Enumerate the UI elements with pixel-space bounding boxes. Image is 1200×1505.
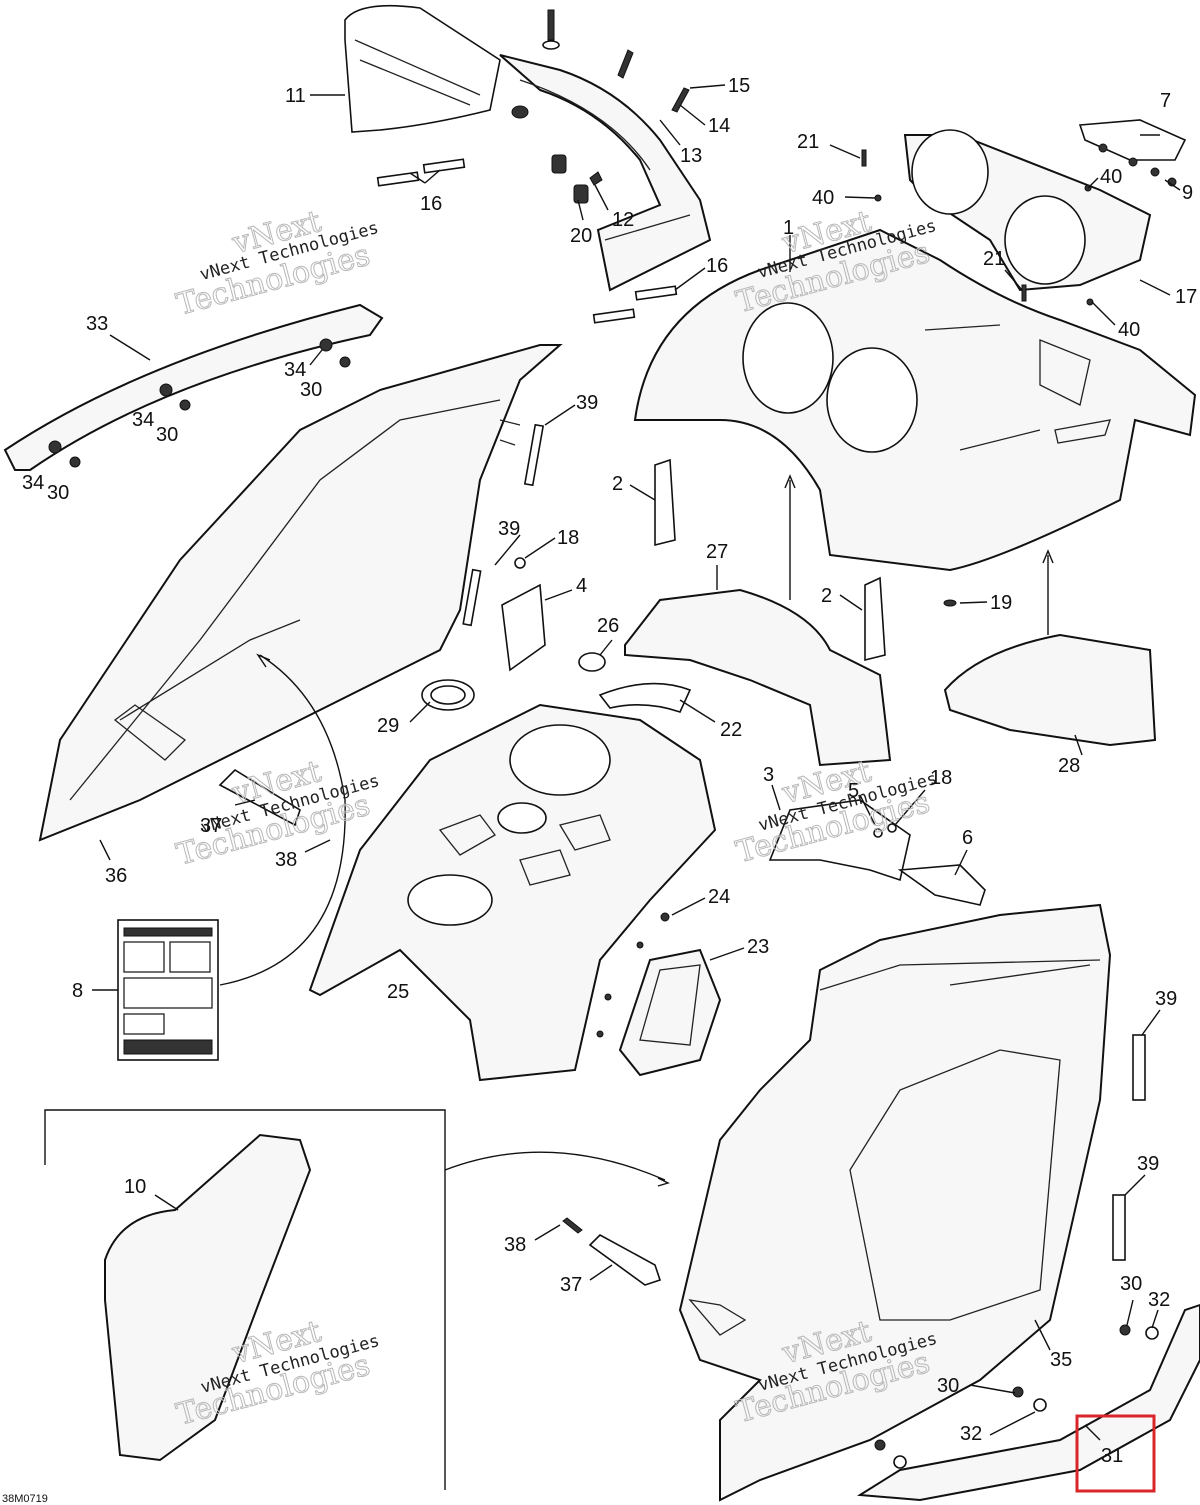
part-37-38-left — [218, 768, 301, 827]
part-23-24-bucket — [596, 912, 722, 1077]
part-28-pad — [943, 633, 1157, 747]
part-11-windshield-frame — [344, 4, 712, 292]
callout-39-a: 39 — [576, 392, 598, 414]
part-31-bumper — [856, 1303, 1200, 1502]
part-17-gauge-bezel — [861, 119, 1187, 306]
callout-16-mid: 16 — [706, 255, 728, 277]
part-3-6-brackets — [768, 799, 986, 906]
callout-33: 33 — [86, 313, 108, 335]
callout-25: 25 — [387, 981, 409, 1003]
callout-32-a: 32 — [1148, 1289, 1170, 1311]
upper-hardware — [511, 9, 690, 204]
callout-32-b: 32 — [960, 1423, 982, 1445]
callout-10: 10 — [124, 1176, 146, 1198]
callout-23: 23 — [747, 936, 769, 958]
callout-40-a: 40 — [1100, 166, 1122, 188]
callout-2-a: 2 — [612, 473, 623, 495]
callout-15: 15 — [728, 75, 750, 97]
callout-2-b: 2 — [821, 585, 832, 607]
figure-code: 38M0719 — [2, 1493, 48, 1505]
callout-18-a: 18 — [557, 527, 579, 549]
callout-30-e: 30 — [937, 1375, 959, 1397]
detail-box-10 — [44, 1109, 670, 1490]
callout-40-c: 40 — [1118, 319, 1140, 341]
callout-11: 11 — [285, 85, 306, 107]
callout-40-b: 40 — [812, 187, 834, 209]
callout-6: 6 — [962, 827, 973, 849]
callout-8: 8 — [72, 980, 83, 1002]
part-8-decal — [117, 919, 219, 1061]
callout-5: 5 — [848, 780, 859, 802]
callout-leaders — [92, 84, 1181, 1441]
part-16-clips-upper — [376, 158, 678, 324]
callout-4: 4 — [576, 575, 587, 597]
callout-21-b: 21 — [983, 248, 1005, 270]
callout-31: 31 — [1101, 1445, 1123, 1467]
callout-39-c: 39 — [1155, 988, 1177, 1010]
part-33-trim — [3, 303, 384, 471]
callout-19: 19 — [990, 592, 1012, 614]
callout-18-b: 18 — [930, 767, 952, 789]
part-39-strips — [462, 423, 1146, 1261]
callout-20: 20 — [570, 225, 592, 247]
callout-27: 27 — [706, 541, 728, 563]
callout-1: 1 — [783, 217, 794, 239]
callout-30-c: 30 — [47, 482, 69, 504]
callout-37-a: 37 — [200, 815, 222, 837]
callout-37-b: 37 — [560, 1274, 582, 1296]
callout-29: 29 — [377, 715, 399, 737]
callout-38-a: 38 — [275, 849, 297, 871]
part-37-38-lower — [562, 1217, 662, 1286]
callout-30-d: 30 — [1120, 1273, 1142, 1295]
part-19-fastener — [943, 599, 957, 607]
part-35-side-panel — [678, 903, 1112, 1502]
callout-12: 12 — [612, 209, 634, 231]
callout-34-b: 34 — [132, 409, 154, 431]
callout-13: 13 — [680, 145, 702, 167]
part-25-center-console — [308, 703, 717, 1082]
callout-30-a: 30 — [300, 379, 322, 401]
callout-36: 36 — [105, 865, 127, 887]
callout-7: 7 — [1160, 90, 1171, 112]
callout-17: 17 — [1175, 286, 1197, 308]
part-1-console-cover — [633, 228, 1197, 572]
callout-28: 28 — [1058, 755, 1080, 777]
callout-31-highlight-box — [1075, 1414, 1156, 1493]
part-2-latches — [654, 458, 886, 662]
callout-22: 22 — [720, 719, 742, 741]
callout-30-b: 30 — [156, 424, 178, 446]
callout-16-upper: 16 — [420, 193, 442, 215]
callout-39-d: 39 — [1137, 1153, 1159, 1175]
callout-21-a: 21 — [797, 131, 819, 153]
assembly-arrows — [219, 474, 1054, 986]
callout-38-b: 38 — [504, 1234, 526, 1256]
callout-34-a: 34 — [284, 359, 306, 381]
callout-3: 3 — [763, 764, 774, 786]
callout-labels: 11 15 14 13 12 20 16 16 7 9 40 21 40 1 2… — [2, 75, 1197, 1505]
callout-9: 9 — [1182, 182, 1193, 204]
callout-34-c: 34 — [22, 472, 44, 494]
part-27-liner — [624, 588, 892, 767]
callout-35: 35 — [1050, 1349, 1072, 1371]
callout-14: 14 — [708, 115, 730, 137]
center-hardware — [421, 557, 692, 713]
part-36-side-panel — [38, 344, 563, 842]
callout-39-b: 39 — [498, 518, 520, 540]
callout-26: 26 — [597, 615, 619, 637]
callout-24: 24 — [708, 886, 730, 908]
